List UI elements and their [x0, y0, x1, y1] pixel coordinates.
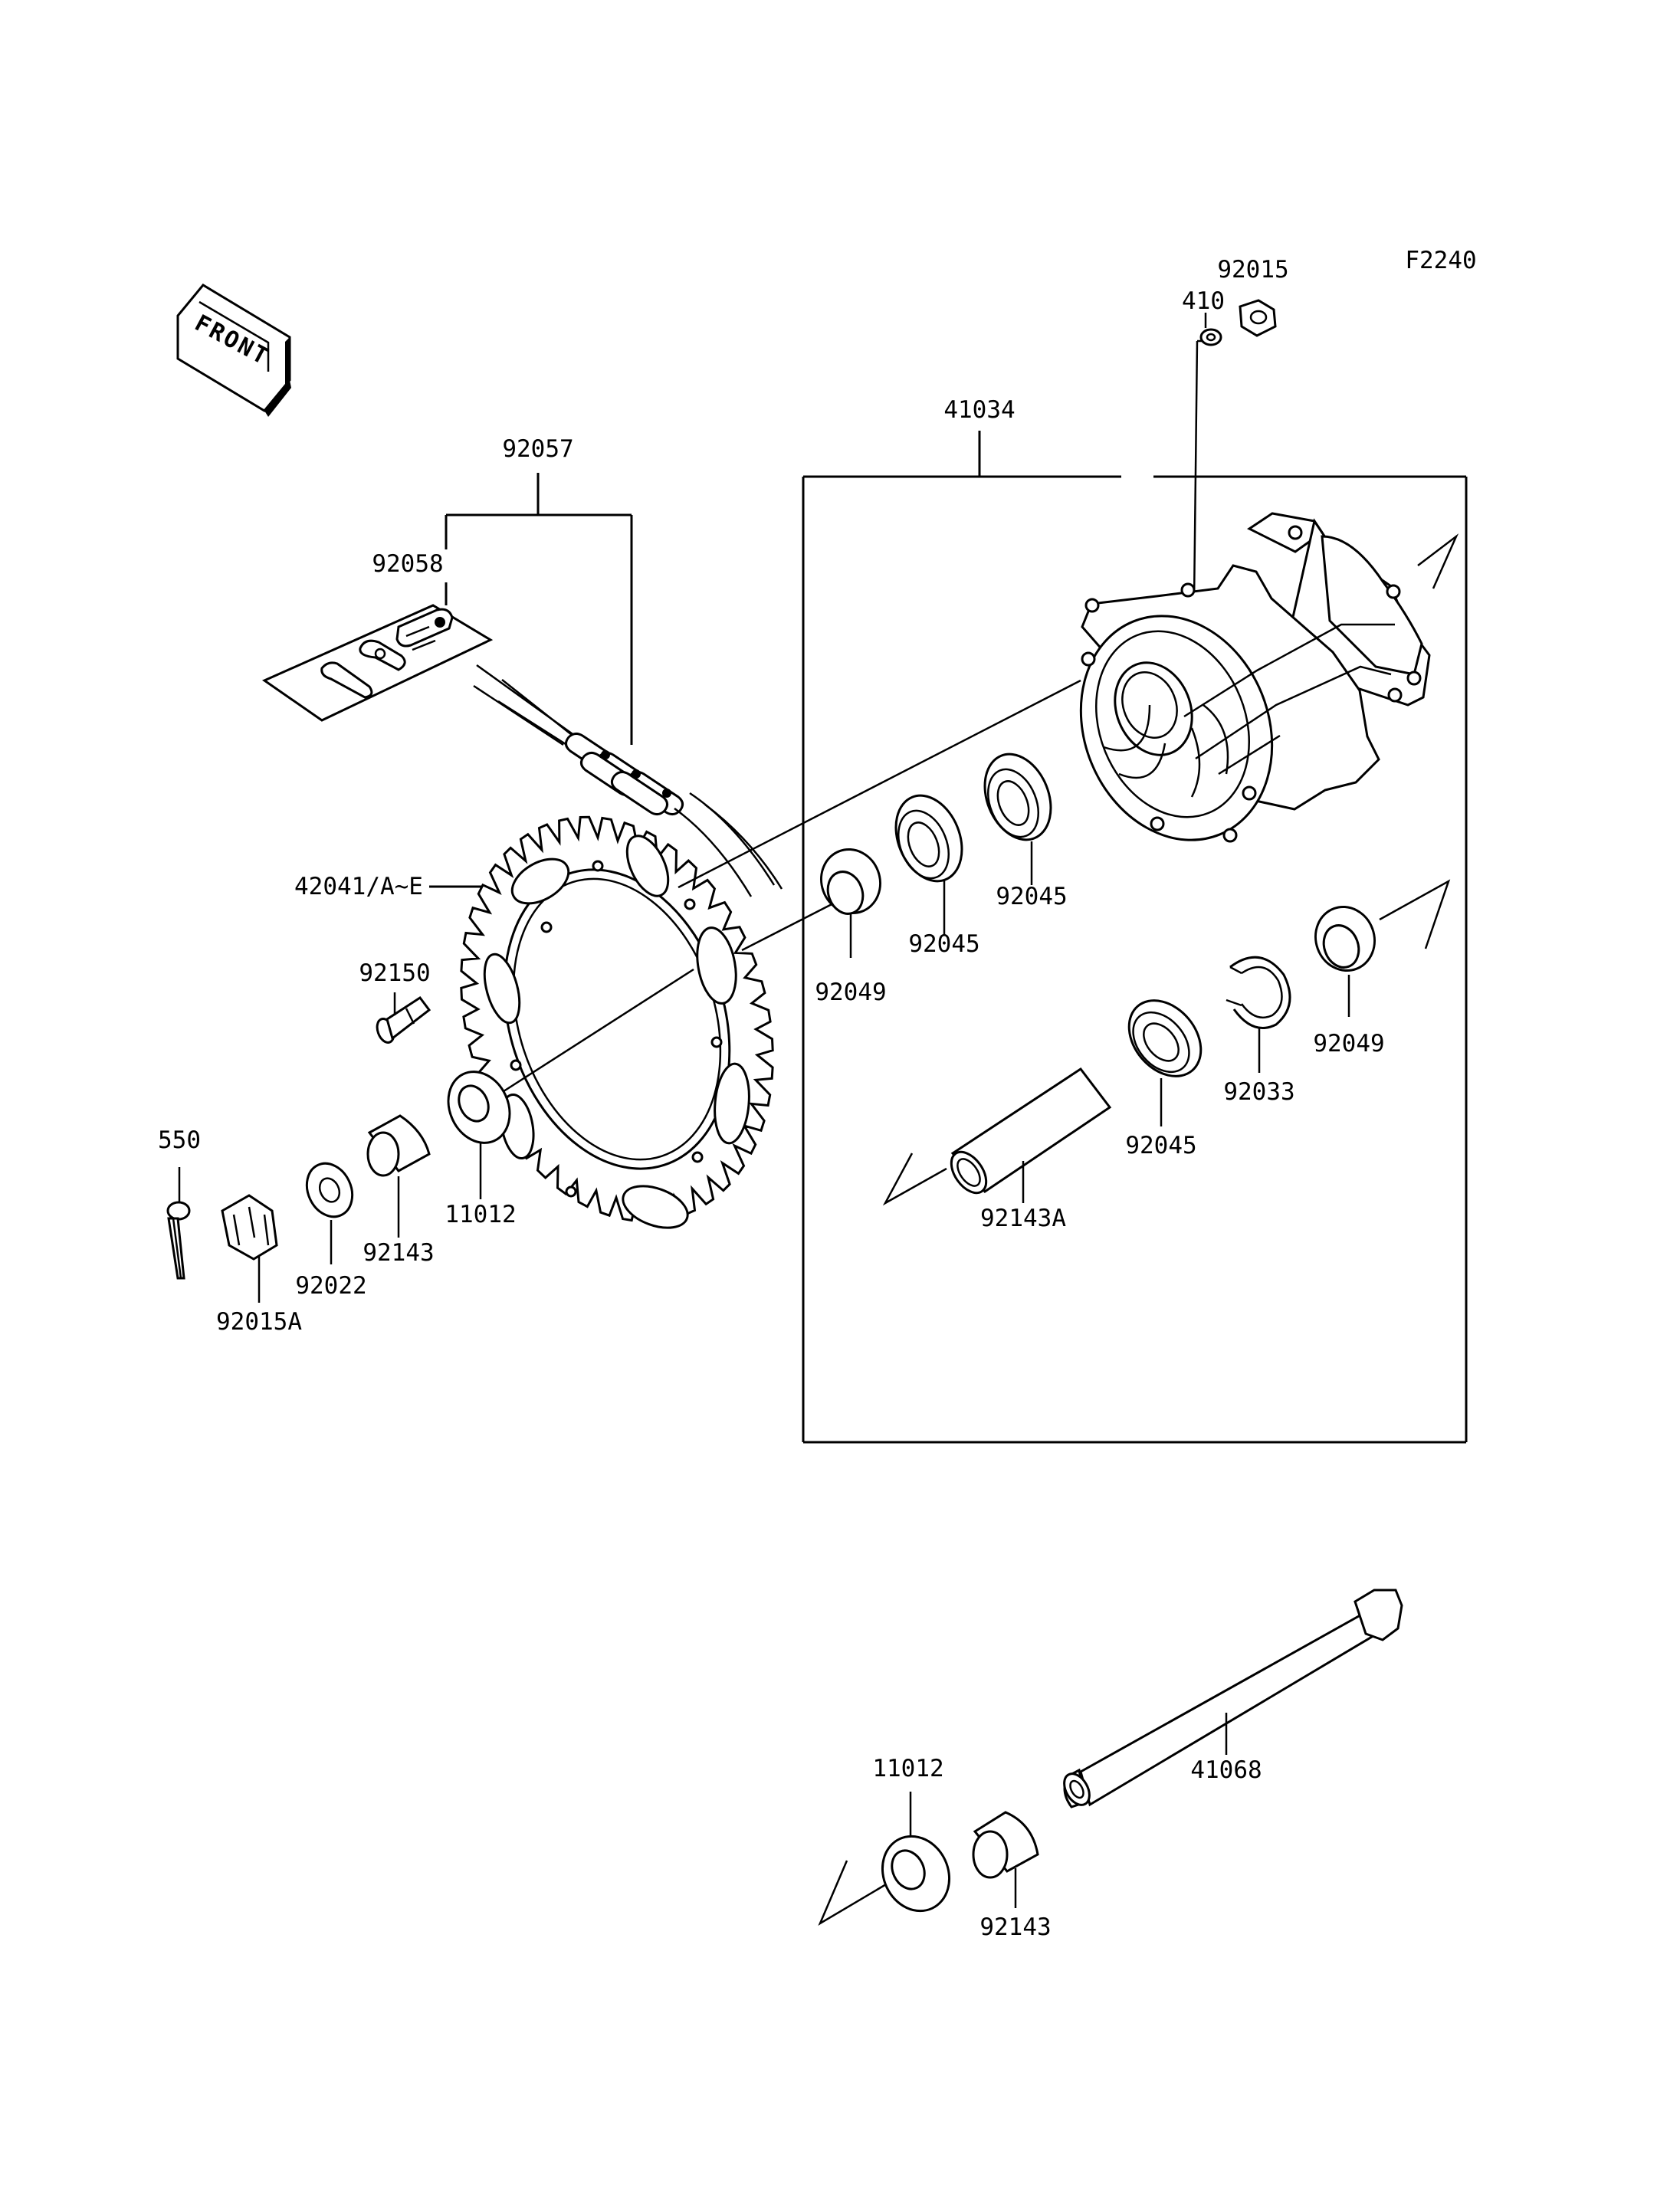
- label-550: 550: [158, 1126, 201, 1154]
- label-92057: 92057: [502, 435, 573, 463]
- label-92058: 92058: [372, 550, 443, 578]
- label-92033: 92033: [1223, 1078, 1294, 1106]
- oil-seal-92049-right: [1314, 905, 1376, 972]
- bolt-92150: [376, 995, 431, 1044]
- label-92150: 92150: [359, 959, 430, 987]
- figure-code: F2240: [1405, 247, 1476, 274]
- label-11012-b: 11012: [872, 1755, 943, 1782]
- chain-bracket-lines: [445, 473, 633, 745]
- collar-11012-a: [447, 1071, 511, 1144]
- label-41034: 41034: [943, 396, 1015, 424]
- bearing-92045-c: [1127, 999, 1203, 1077]
- washer-92022: [305, 1162, 354, 1218]
- label-410: 410: [1182, 287, 1225, 315]
- axle-41068: [1063, 1589, 1403, 1808]
- label-92143-a: 92143: [363, 1239, 434, 1267]
- label-41068: 41068: [1190, 1756, 1262, 1784]
- label-92045-c: 92045: [1125, 1132, 1196, 1159]
- oil-seal-92049-left: [820, 848, 881, 915]
- label-92049-right: 92049: [1313, 1030, 1384, 1058]
- label-92022: 92022: [295, 1272, 366, 1300]
- rear-sprocket: [460, 815, 774, 1229]
- master-link-kit: [261, 604, 494, 722]
- label-92015A: 92015A: [216, 1308, 302, 1336]
- bearing-92045-b: [983, 753, 1052, 841]
- label-42041: 42041/A~E: [294, 873, 423, 900]
- label-92015-top: 92015: [1217, 256, 1288, 284]
- collar-11012-b: [881, 1835, 951, 1913]
- label-92049-left: 92049: [815, 979, 886, 1006]
- label-92143A: 92143A: [980, 1205, 1066, 1232]
- label-11012-a: 11012: [445, 1201, 516, 1228]
- label-92045-a: 92045: [908, 930, 979, 958]
- washer-410: [1199, 328, 1222, 346]
- castle-nut-92015A: [221, 1194, 278, 1261]
- spacer-92143A: [950, 1067, 1112, 1195]
- bearing-92045-a: [894, 794, 963, 883]
- nut-92015: [1239, 299, 1277, 337]
- wheel-hub: [1079, 512, 1431, 843]
- circlip-92033: [1226, 956, 1291, 1029]
- hub-assembly-frame: [802, 431, 1468, 1444]
- collar-92143-b: [972, 1811, 1039, 1879]
- label-92143-b: 92143: [979, 1913, 1051, 1941]
- collar-92143-a: [366, 1114, 431, 1177]
- label-92045-b: 92045: [996, 883, 1067, 910]
- drive-chain: [473, 664, 783, 897]
- cotter-pin-550: [166, 1201, 191, 1280]
- front-arrow-icon: FRONT: [176, 284, 291, 417]
